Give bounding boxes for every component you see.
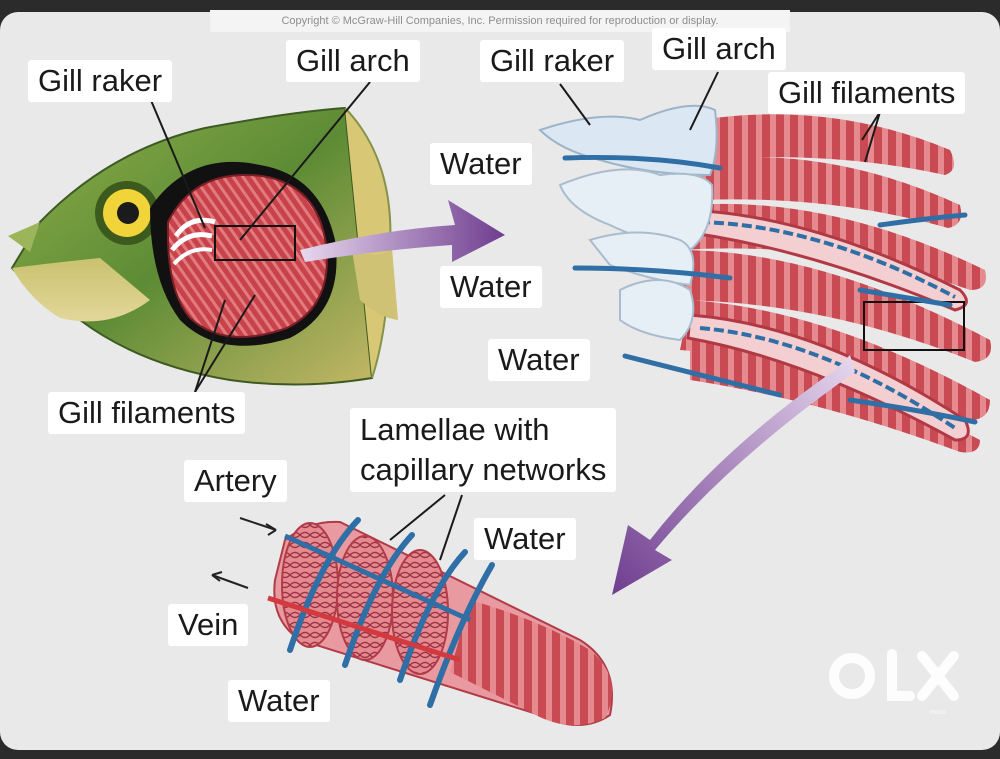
gill-filaments: [668, 114, 991, 453]
water-flow-lines: [562, 154, 978, 425]
label-vein: Vein: [168, 604, 249, 646]
label-water-5: Water: [228, 680, 330, 722]
filament-closeup: [211, 517, 613, 726]
label-gill-raker-left: Gill raker: [28, 60, 173, 102]
copyright-notice: Copyright © McGraw-Hill Companies, Inc. …: [210, 10, 790, 32]
leader-lines: [149, 71, 881, 561]
label-artery: Artery: [184, 460, 287, 502]
label-water-3: Water: [488, 339, 590, 381]
flow-arrow-right: [300, 200, 505, 262]
label-gill-arch-left: Gill arch: [286, 40, 420, 82]
label-lamellae: Lamellae with capillary networks: [350, 408, 617, 492]
label-water-2: Water: [440, 266, 542, 308]
label-gill-filaments-right: Gill filaments: [768, 72, 966, 114]
label-gill-raker-right: Gill raker: [480, 40, 625, 82]
gill-arch-bone: [538, 104, 718, 342]
olx-watermark-logo: INDIA: [829, 649, 959, 716]
gill-arch-closeup: [538, 104, 991, 453]
fish-head-illustration: [8, 106, 398, 386]
flow-arrow-down: [612, 355, 855, 595]
label-water-4: Water: [474, 518, 576, 560]
label-gill-filaments-left: Gill filaments: [48, 392, 246, 434]
label-gill-arch-right: Gill arch: [652, 28, 786, 70]
label-water-1: Water: [430, 143, 532, 185]
svg-text:INDIA: INDIA: [930, 710, 946, 716]
